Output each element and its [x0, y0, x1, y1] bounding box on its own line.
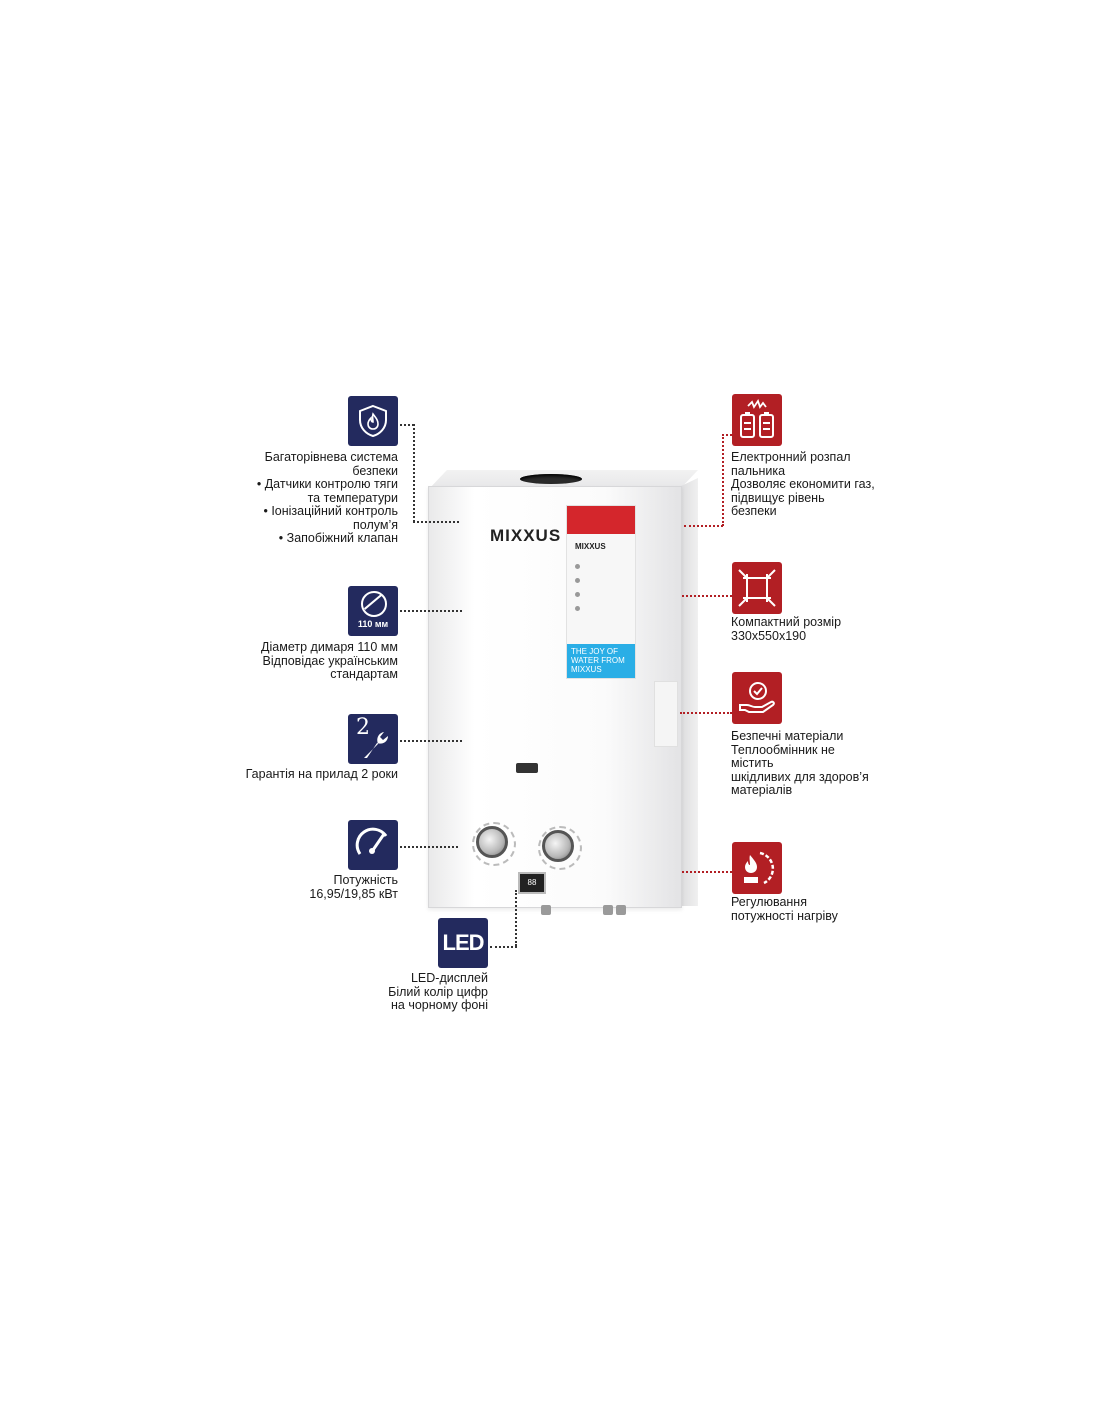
- connector-line: [682, 871, 732, 873]
- connector-line: [684, 525, 723, 527]
- brand-logo: MIXXUS: [490, 526, 562, 545]
- connector-line: [680, 712, 732, 714]
- battery-ignition-icon: [732, 394, 782, 446]
- sticker-row: [575, 606, 625, 612]
- sticker-brand: MIXXUS: [575, 542, 606, 551]
- feature-line: Гарантія на прилад 2 роки: [245, 767, 398, 781]
- knob-scale: [472, 822, 516, 866]
- flue-outlet: [520, 474, 582, 484]
- chimney-diameter-text: 110 мм: [357, 619, 389, 629]
- feature-line: Потужність: [333, 873, 398, 887]
- feature-line: та температури: [307, 490, 398, 505]
- safe-materials-icon: [732, 672, 782, 724]
- flame-window: [516, 763, 538, 773]
- sticker-red-banner: [567, 506, 635, 534]
- led-display-icon: LED: [438, 918, 488, 968]
- shield-flame-icon: [348, 396, 398, 446]
- feature-line: Відповідає українським: [262, 653, 398, 668]
- feature-line: • Запобіжний клапан: [278, 531, 398, 545]
- feature-line: • Іонізаційний контроль: [263, 504, 398, 518]
- feature-warranty-text: Гарантія на прилад 2 роки: [245, 767, 398, 782]
- feature-line: Білий колір цифр: [388, 984, 488, 999]
- feature-line: безпеки: [731, 504, 777, 518]
- feature-line: пальника: [731, 463, 786, 478]
- connector-line: [400, 740, 462, 742]
- connector-line: [400, 424, 414, 426]
- connector-line: [722, 434, 724, 526]
- water-knob: [476, 826, 508, 858]
- feature-line: Регулювання: [731, 895, 807, 909]
- gas-knob: [542, 830, 574, 862]
- sticker-row: [575, 578, 625, 584]
- heater-side: [680, 478, 698, 906]
- connector-line: [722, 434, 732, 436]
- connector-line: [515, 890, 517, 946]
- feature-ignition-text: Електронний розпал пальника Дозволяє еко…: [731, 450, 875, 519]
- connector-line: [413, 424, 415, 522]
- spec-label: [654, 681, 678, 747]
- knob-scale: [538, 826, 582, 870]
- sticker-slogan: THE JOY OF WATER FROM MIXXUS: [567, 644, 635, 678]
- feature-line: • Датчики контролю тяги: [256, 477, 398, 491]
- feature-line: містить: [731, 756, 774, 770]
- pipe-fitting: [603, 905, 613, 915]
- heat-regulation-icon: [732, 842, 782, 894]
- feature-safety-text: Багаторівнева система безпеки • Датчики …: [256, 450, 398, 546]
- compact-size-icon: [732, 562, 782, 614]
- feature-line: стандартам: [330, 667, 398, 681]
- led-display-screen: 88: [518, 872, 546, 894]
- promo-sticker: MIXXUS THE JOY OF WATER FROM MIXXUS: [566, 505, 636, 679]
- feature-line: Дозволяє економити газ,: [731, 477, 875, 491]
- feature-chimney-text: Діаметр димаря 110 мм Відповідає українс…: [261, 640, 398, 682]
- feature-heat-text: Регулювання потужності нагріву: [731, 895, 838, 923]
- connector-line: [490, 946, 517, 948]
- feature-line: полум’я: [353, 517, 398, 532]
- feature-line: Багаторівнева система: [264, 450, 398, 464]
- chimney-diameter-icon: 110 мм: [348, 586, 398, 636]
- power-gauge-icon: [348, 820, 398, 870]
- feature-line: матеріалів: [731, 783, 793, 797]
- feature-line: LED-дисплей: [410, 971, 488, 985]
- feature-line: на чорному фоні: [391, 998, 488, 1012]
- feature-line: Теплообмінник не: [731, 742, 835, 757]
- feature-line: Компактний розмір: [731, 615, 842, 629]
- sticker-row: [575, 564, 625, 570]
- feature-line: потужності нагріву: [731, 908, 838, 923]
- wrench-warranty-icon: 2: [348, 714, 398, 764]
- led-icon-text: LED: [442, 930, 485, 955]
- sticker-row: [575, 592, 625, 598]
- feature-materials-text: Безпечні матеріали Теплообмінник не міст…: [731, 729, 869, 798]
- pipe-fitting: [541, 905, 551, 915]
- feature-line: підвищує рівень: [731, 490, 825, 505]
- feature-line: 330x550x190: [731, 628, 807, 643]
- connector-line: [400, 846, 458, 848]
- feature-line: 16,95/19,85 кВт: [309, 886, 398, 901]
- feature-line: Електронний розпал: [731, 450, 851, 464]
- pipe-fitting: [616, 905, 626, 915]
- feature-line: шкідливих для здоров’я: [731, 769, 869, 784]
- connector-line: [400, 610, 462, 612]
- connector-line: [413, 521, 459, 523]
- warranty-years-text: 2: [356, 715, 370, 740]
- feature-line: безпеки: [352, 463, 398, 478]
- feature-line: Безпечні матеріали: [731, 729, 844, 743]
- feature-compact-text: Компактний розмір 330x550x190: [731, 615, 842, 643]
- feature-line: Діаметр димаря 110 мм: [261, 640, 398, 654]
- feature-power-text: Потужність 16,95/19,85 кВт: [309, 873, 398, 901]
- feature-led-text: LED-дисплей Білий колір цифр на чорному …: [388, 971, 488, 1013]
- connector-line: [682, 595, 732, 597]
